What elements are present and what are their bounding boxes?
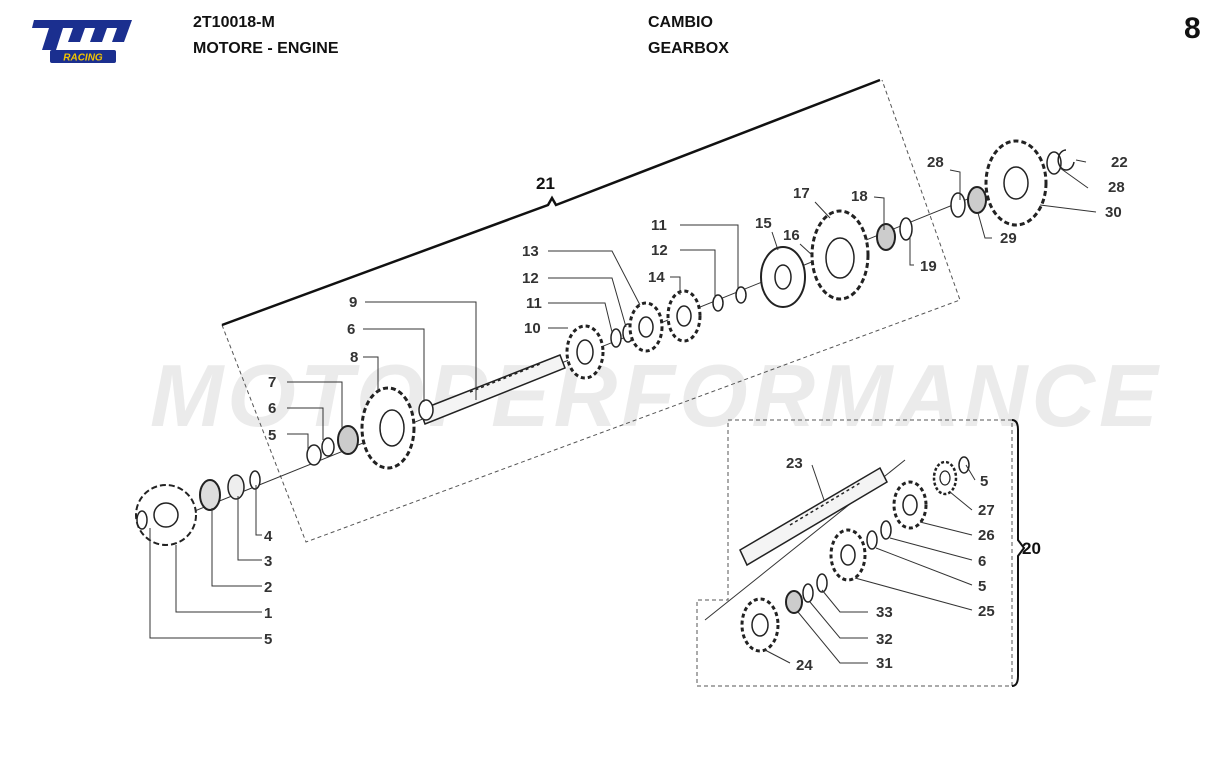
washer-5	[136, 510, 148, 530]
callout-6: 6	[347, 321, 355, 338]
callout-24: 24	[796, 657, 813, 674]
callout-28: 28	[1108, 179, 1125, 196]
callout-18: 18	[851, 188, 868, 205]
callout-5b: 5	[264, 631, 272, 648]
gear-13	[628, 301, 664, 353]
callout-6c: 6	[978, 553, 986, 570]
group-21-bracket	[221, 78, 881, 327]
callout-25: 25	[978, 603, 995, 620]
gear-8	[360, 386, 416, 470]
callout-5c: 5	[980, 473, 988, 490]
callout-22: 22	[1111, 154, 1128, 171]
callout-4: 4	[264, 528, 273, 545]
callout-31: 31	[876, 655, 893, 672]
callout-12b: 12	[522, 270, 539, 287]
bearing-2	[199, 479, 221, 511]
leader-lines	[149, 159, 1097, 664]
gear-30	[984, 139, 1048, 227]
callout-1: 1	[264, 605, 272, 622]
page-number: 8	[1184, 12, 1201, 45]
callout-11b: 11	[526, 295, 542, 312]
circlip-5d	[958, 456, 970, 474]
callout-13: 13	[522, 243, 539, 260]
callout-32: 32	[876, 631, 893, 648]
gear-10	[565, 324, 605, 380]
washer-19	[899, 217, 913, 241]
callout-2: 2	[264, 579, 272, 596]
group-label-20: 20	[1022, 539, 1041, 558]
callout-6b: 6	[268, 400, 276, 417]
washer-28b	[1046, 151, 1062, 175]
main-shaft	[419, 354, 566, 425]
circlip-33	[816, 573, 828, 593]
secondary-shaft-23	[739, 466, 888, 567]
callout-5d: 5	[978, 578, 986, 595]
callout-30: 30	[1105, 204, 1122, 221]
circlip-11b	[735, 286, 747, 304]
section-title: MOTORE - ENGINE	[193, 40, 339, 57]
callout-7: 7	[268, 374, 276, 391]
ring-6	[321, 437, 335, 457]
callout-27: 27	[978, 502, 995, 519]
part-code: 2T10018-M	[193, 14, 275, 31]
needle-bearing-31	[785, 590, 803, 614]
callout-23: 23	[786, 455, 803, 472]
callout-26: 26	[978, 527, 995, 544]
callout-17: 17	[793, 185, 810, 202]
title-english: GEARBOX	[648, 40, 729, 57]
needle-bearing-7	[337, 425, 359, 455]
ring-6c	[880, 520, 892, 540]
callout-5: 5	[268, 427, 276, 444]
callout-8: 8	[350, 349, 358, 366]
washer-12b	[712, 294, 724, 312]
gear-17	[810, 209, 870, 301]
callout-15: 15	[755, 215, 772, 232]
watermark: MOTOPERFORMANCE	[150, 346, 1162, 445]
needle-bearing-29	[967, 186, 987, 214]
gear-26	[892, 480, 928, 530]
callout-9: 9	[349, 294, 357, 311]
callout-29: 29	[1000, 230, 1017, 247]
callout-33: 33	[876, 604, 893, 621]
needle-bearing-18	[876, 223, 896, 251]
washer-32	[802, 583, 814, 603]
gear-14	[666, 289, 702, 343]
tm-racing-logo: RACING	[32, 20, 132, 64]
washer-28	[950, 192, 966, 218]
gear-25	[829, 528, 867, 582]
callout-11: 11	[651, 217, 667, 234]
callout-10: 10	[524, 320, 541, 337]
circlip-11	[610, 328, 622, 348]
callout-3: 3	[264, 553, 272, 570]
gear-27	[932, 460, 958, 496]
callout-28b: 28	[927, 154, 944, 171]
callout-19: 19	[920, 258, 937, 275]
group-21-outline	[221, 79, 961, 543]
callout-16: 16	[783, 227, 800, 244]
title-italian: CAMBIO	[648, 14, 713, 31]
washer-5b	[306, 444, 322, 466]
gear-24	[740, 597, 780, 653]
callout-14: 14	[648, 269, 665, 286]
ring-4	[249, 470, 261, 490]
spacer-3	[227, 474, 245, 500]
ring-6b	[418, 399, 434, 421]
group-label-21: 21	[536, 174, 555, 193]
sprocket-1	[135, 484, 197, 546]
circlip-22	[1057, 149, 1075, 171]
logo-subtitle: RACING	[63, 53, 103, 64]
hub-15	[760, 246, 806, 308]
group-20-bracket	[1011, 419, 1026, 687]
circlip-5c	[866, 530, 878, 550]
callout-12: 12	[651, 242, 668, 259]
